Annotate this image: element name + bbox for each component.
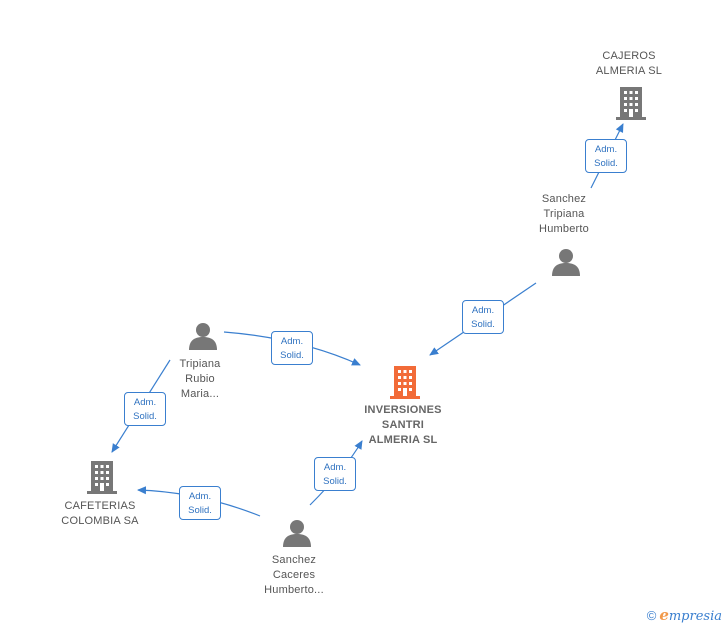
empresia-logo: ©empresia: [647, 606, 722, 624]
person-icon-sanchez-caceres[interactable]: [283, 520, 311, 547]
building-icon-cafeterias[interactable]: [87, 461, 117, 494]
building-icon-inversiones[interactable]: [390, 366, 420, 399]
node-label-cajeros[interactable]: CAJEROS ALMERIA SL: [595, 50, 663, 77]
person-icon-tripiana-rubio[interactable]: [189, 323, 217, 350]
edge-label-sanchez-caceres-cafeterias: Adm. Solid.: [179, 486, 221, 520]
edge-label-tripiana-rubio-inversiones: Adm. Solid.: [271, 331, 313, 365]
building-icon-cajeros[interactable]: [616, 87, 646, 120]
edge-label-tripiana-rubio-cafeterias: Adm. Solid.: [124, 392, 166, 426]
node-label-tripiana-rubio[interactable]: Tripiana Rubio Maria...: [179, 358, 221, 400]
edge-label-sanchez-tripiana-inversiones: Adm. Solid.: [462, 300, 504, 334]
edges: [111, 123, 624, 517]
node-label-sanchez-tripiana[interactable]: Sanchez Tripiana Humberto: [539, 193, 589, 235]
person-icon-sanchez-tripiana[interactable]: [552, 249, 580, 276]
brand-e-letter: e: [659, 606, 669, 624]
edge-label-sanchez-tripiana-cajeros: Adm. Solid.: [585, 139, 627, 173]
copyright-icon: ©: [646, 608, 657, 623]
node-label-sanchez-caceres[interactable]: Sanchez Caceres Humberto...: [264, 554, 324, 596]
edge-label-sanchez-caceres-inversiones: Adm. Solid.: [314, 457, 356, 491]
brand-name: mpresia: [668, 609, 722, 624]
node-label-inversiones[interactable]: INVERSIONES SANTRI ALMERIA SL: [364, 404, 442, 446]
node-label-cafeterias[interactable]: CAFETERIAS COLOMBIA SA: [61, 500, 139, 527]
